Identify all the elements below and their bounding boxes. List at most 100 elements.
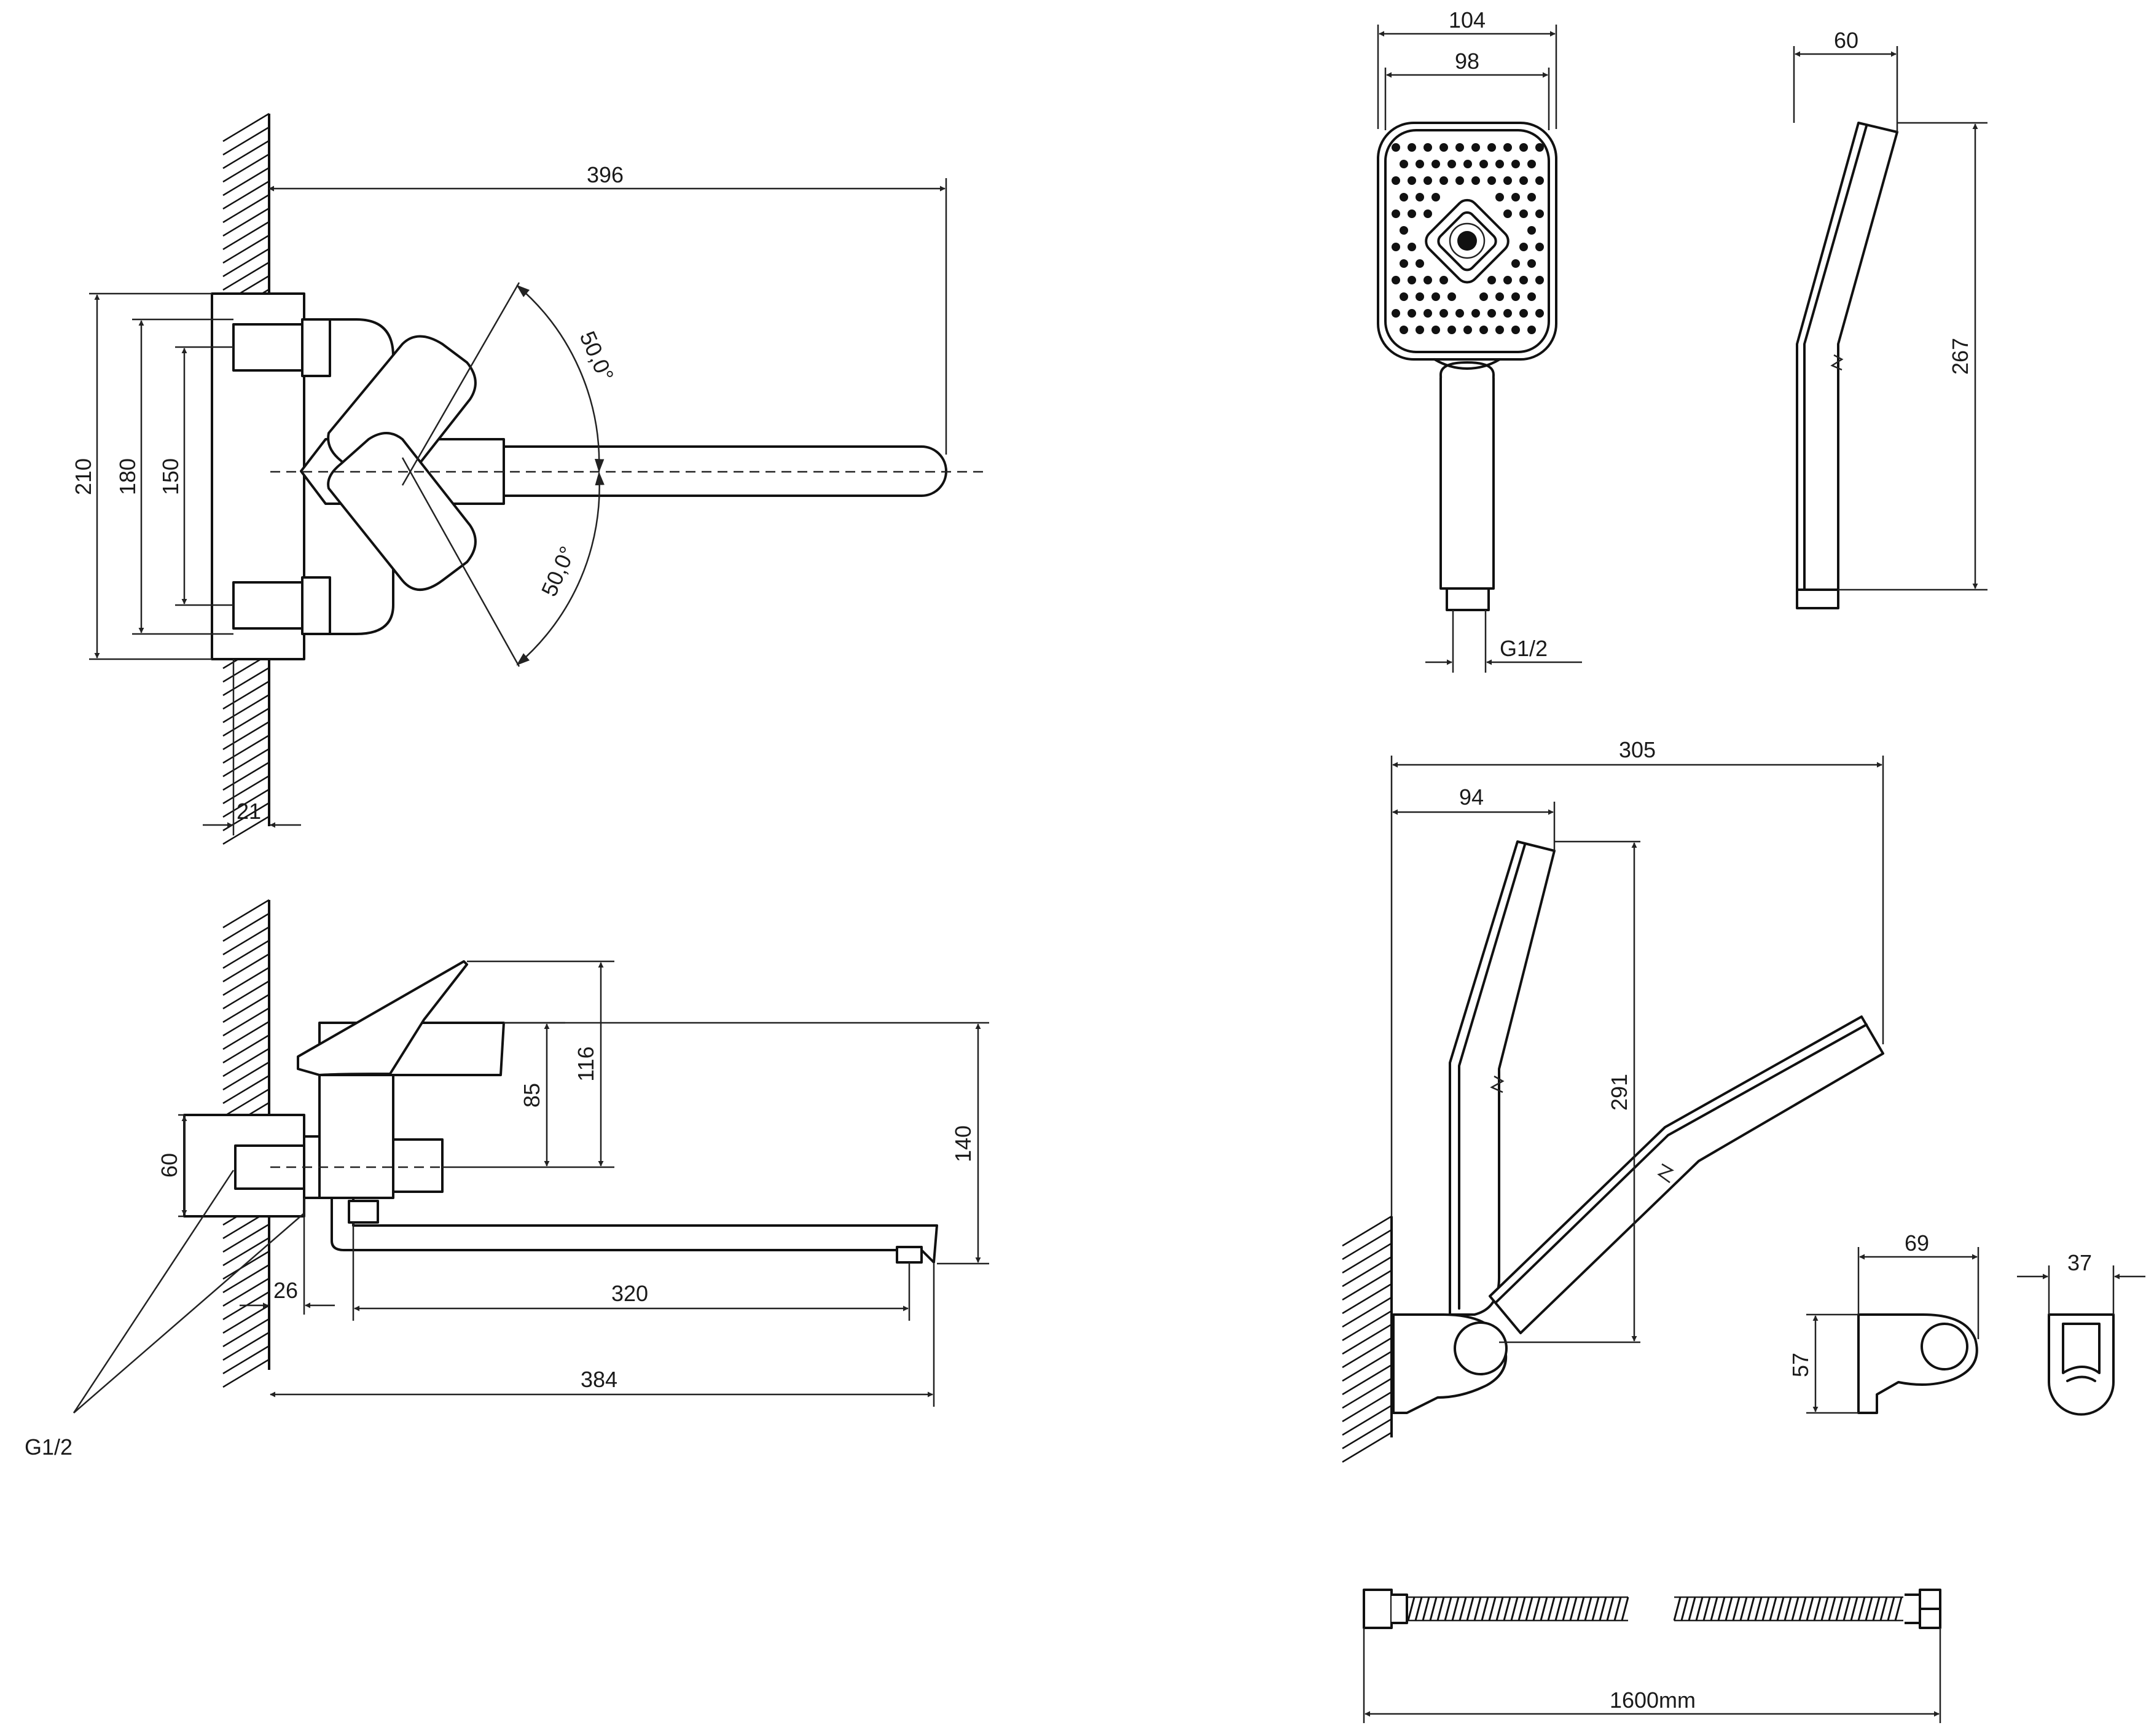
thread-label-side: G1/2 <box>25 1434 72 1460</box>
dim-26: 26 <box>273 1278 298 1303</box>
hatch-line <box>1342 1364 1392 1396</box>
dim-37: 37 <box>2067 1250 2092 1275</box>
hatch-line <box>222 1223 270 1253</box>
hose-coil <box>1495 1597 1504 1621</box>
hatch-line <box>222 667 270 697</box>
hose-coil <box>1569 1597 1578 1621</box>
hatch-line <box>1342 1377 1392 1409</box>
hose-coil <box>1673 1597 1682 1621</box>
hatch-line <box>222 139 270 170</box>
dim-116: 116 <box>573 1046 598 1081</box>
nozzle <box>1408 176 1416 185</box>
nozzle <box>1503 176 1512 185</box>
nozzle <box>1527 226 1536 235</box>
hose-coil <box>1503 1597 1511 1621</box>
hose-coil <box>1761 1597 1770 1621</box>
shower-handle-front <box>1439 378 1495 590</box>
dim-305: 305 <box>1619 737 1656 762</box>
hose-coil <box>1451 1597 1460 1621</box>
hose-coil <box>1613 1597 1622 1621</box>
spray-selector-button[interactable] <box>1422 195 1513 286</box>
dim-60-shower: 60 <box>1834 28 1858 53</box>
nozzle <box>1535 176 1544 185</box>
hatch-line <box>222 966 270 996</box>
hose-coil <box>1776 1597 1785 1621</box>
hatch-line <box>222 1061 270 1091</box>
wall-hatch-holder <box>1342 1215 1393 1463</box>
hose-coil <box>1754 1597 1763 1621</box>
dim-291: 291 <box>1607 1074 1632 1111</box>
inlet-lower <box>232 576 331 635</box>
hose-coil <box>1717 1597 1726 1621</box>
hose-coil <box>1894 1597 1903 1621</box>
hatch-line <box>1342 1404 1392 1436</box>
nozzle <box>1416 326 1424 334</box>
hatch-line <box>222 1074 270 1105</box>
nozzle <box>1519 176 1528 185</box>
lever-lower <box>327 432 477 591</box>
hose-coil <box>1540 1597 1548 1621</box>
hose-coil <box>1481 1597 1489 1621</box>
hose-coil <box>1732 1597 1741 1621</box>
hose-coil <box>1865 1597 1873 1621</box>
dim-210: 210 <box>71 458 96 495</box>
hatch-line <box>222 1345 270 1375</box>
nozzle <box>1479 160 1488 168</box>
nozzle <box>1503 143 1512 152</box>
nozzle <box>1455 143 1464 152</box>
hose-coil <box>1414 1597 1423 1621</box>
side-view: 116 85 140 60 26 320 384 G1/2 <box>25 899 989 1460</box>
hatch-line <box>222 153 270 183</box>
hatch-line <box>222 1264 270 1294</box>
dim-267: 267 <box>1948 338 1973 375</box>
hose-coils <box>1407 1596 1903 1622</box>
hose-coil <box>1459 1597 1467 1621</box>
nozzle <box>1392 176 1400 185</box>
hose-coil <box>1879 1597 1888 1621</box>
nozzle <box>1495 193 1504 201</box>
nozzle <box>1400 226 1408 235</box>
nozzle <box>1527 193 1536 201</box>
nozzle <box>1400 292 1408 301</box>
nozzle <box>1416 292 1424 301</box>
hatch-line <box>222 761 270 791</box>
nozzle <box>1392 309 1400 318</box>
hatch-line <box>1342 1418 1392 1450</box>
hatch-line <box>1342 1269 1392 1301</box>
nozzle <box>1439 276 1448 284</box>
aerator <box>896 1246 923 1264</box>
holder-front: 37 <box>2017 1250 2145 1416</box>
hose-coil <box>1739 1597 1748 1621</box>
mixer-body-side <box>318 1071 394 1199</box>
hose-coil <box>1444 1597 1452 1621</box>
top-view: 396 210 180 150 21 50,0° 50,0° <box>71 112 986 845</box>
hose-coil <box>1702 1597 1711 1621</box>
nozzle <box>1463 160 1472 168</box>
hatch-line <box>1342 1215 1392 1247</box>
nozzle <box>1392 143 1400 152</box>
hatch-line <box>222 1331 270 1361</box>
hose-coil <box>1813 1597 1822 1621</box>
dim-396: 396 <box>587 162 624 187</box>
hatch-line <box>222 1088 270 1118</box>
hose-coil <box>1688 1597 1696 1621</box>
hose-coil <box>1562 1597 1570 1621</box>
nozzle <box>1439 176 1448 185</box>
hatch-line <box>1342 1229 1392 1261</box>
nozzle <box>1519 309 1528 318</box>
hatch-line <box>1342 1431 1392 1463</box>
nozzle <box>1400 160 1408 168</box>
nozzle <box>1416 259 1424 268</box>
hatch-line <box>1342 1337 1392 1369</box>
hose-coil <box>1436 1597 1445 1621</box>
hatch-line <box>222 1007 270 1037</box>
dim-180: 180 <box>115 458 140 495</box>
thread-label-shower: G1/2 <box>1500 636 1548 661</box>
nozzle <box>1527 259 1536 268</box>
holder-assembly: 305 94 291 <box>1342 737 1884 1463</box>
angle-upper-label: 50,0° <box>575 327 619 385</box>
nozzle <box>1519 276 1528 284</box>
hand-shower-side: 60 267 <box>1793 28 1987 609</box>
hatch-line <box>1342 1350 1392 1382</box>
hatch-line <box>222 1250 270 1280</box>
